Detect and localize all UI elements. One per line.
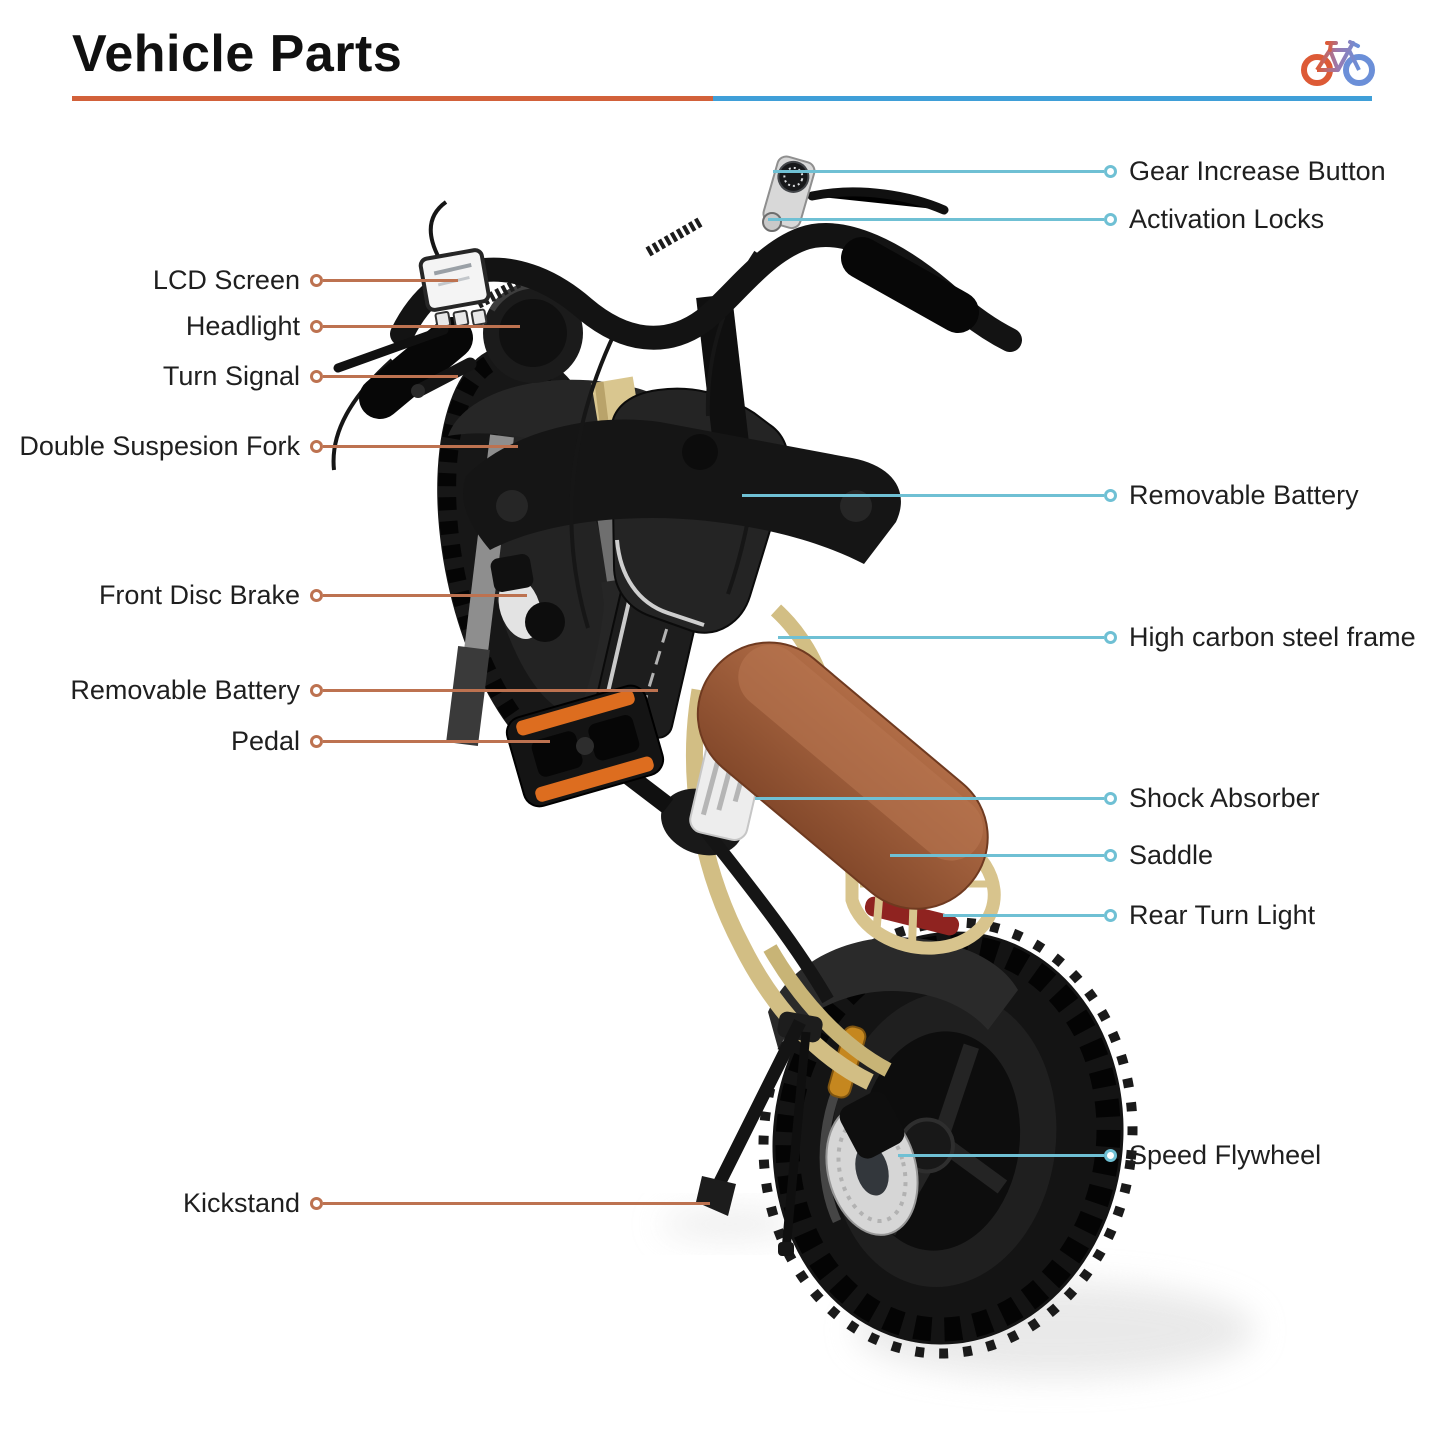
callout-label: Saddle	[1129, 839, 1214, 870]
callout-label: Shock Absorber	[1129, 782, 1320, 813]
callout-activation-locks: Activation Locks	[768, 201, 1324, 237]
callout-dot	[1104, 488, 1117, 502]
callout-label: Removable Battery	[1129, 479, 1359, 510]
callout-label: Kickstand	[182, 1187, 300, 1218]
callout-dot	[1104, 908, 1117, 922]
rear-fender	[768, 937, 1018, 1048]
callout-label: Headlight	[185, 310, 300, 341]
callout-label: Rear Turn Light	[1129, 899, 1316, 930]
leader-line	[323, 444, 518, 448]
leader-line	[742, 493, 1104, 497]
saddle-part	[696, 641, 989, 910]
leader-line	[323, 324, 520, 328]
leader-line	[323, 374, 458, 378]
title-underline	[72, 96, 1372, 101]
pedal-crank	[505, 684, 834, 1004]
callout-label: LCD Screen	[152, 264, 300, 295]
callout-saddle: Saddle	[890, 837, 1213, 873]
callout-high-carbon-steel-frame: High carbon steel frame	[778, 619, 1416, 655]
callout-double-suspension-fork: Double Suspesion Fork	[0, 428, 518, 464]
callout-dot	[310, 369, 323, 383]
bicycle-icon	[1301, 40, 1375, 86]
callout-removable-battery-right: Removable Battery	[742, 477, 1359, 513]
callout-kickstand: Kickstand	[0, 1185, 710, 1221]
leader-line	[323, 1201, 710, 1205]
leader-line	[890, 853, 1104, 857]
gear-shifter	[762, 155, 816, 230]
callout-rear-turn-light: Rear Turn Light	[943, 897, 1315, 933]
callout-gear-increase-button: Gear Increase Button	[773, 153, 1386, 189]
callout-dot	[310, 683, 323, 697]
callout-turn-signal: Turn Signal	[0, 358, 458, 394]
callout-label: High carbon steel frame	[1129, 621, 1416, 652]
callout-dot	[1104, 630, 1117, 644]
triple-clamp	[463, 293, 901, 564]
callout-speed-flywheel: Speed Flywheel	[898, 1137, 1321, 1173]
callout-front-disc-brake: Front Disc Brake	[0, 577, 527, 613]
callout-label: Double Suspesion Fork	[19, 430, 300, 461]
leader-line	[778, 635, 1104, 639]
callout-dot	[1104, 848, 1117, 862]
callout-dot	[1104, 1148, 1117, 1162]
callout-label: Front Disc Brake	[98, 579, 300, 610]
callout-dot	[1104, 212, 1117, 226]
callout-dot	[310, 1196, 323, 1210]
callout-label: Activation Locks	[1129, 203, 1325, 234]
leader-line	[323, 739, 550, 743]
page-title: Vehicle Parts	[72, 25, 403, 83]
callout-dot	[310, 734, 323, 748]
callout-dot	[1104, 164, 1117, 178]
callout-dot	[310, 439, 323, 453]
leader-line	[768, 217, 1104, 221]
callout-headlight: Headlight	[0, 308, 520, 344]
rear-brake-caliper	[839, 1091, 905, 1159]
leader-line	[323, 688, 658, 692]
callout-lcd-screen: LCD Screen	[0, 262, 458, 298]
callout-pedal: Pedal	[0, 723, 550, 759]
callout-shock-absorber: Shock Absorber	[755, 780, 1320, 816]
handlebar	[331, 155, 1022, 629]
leader-line	[755, 796, 1104, 800]
leader-line	[323, 593, 527, 597]
kickstand-part	[696, 1011, 823, 1256]
leader-line	[323, 278, 458, 282]
leader-line	[898, 1153, 1104, 1157]
callout-label: Removable Battery	[70, 674, 300, 705]
callout-dot	[310, 588, 323, 602]
callout-label: Pedal	[230, 725, 300, 756]
callout-dot	[310, 319, 323, 333]
callout-label: Speed Flywheel	[1129, 1139, 1322, 1170]
pedal-part	[505, 684, 665, 808]
callout-label: Turn Signal	[162, 360, 300, 391]
leader-line	[773, 169, 1104, 173]
callout-label: Gear Increase Button	[1129, 155, 1386, 186]
callout-dot	[1104, 791, 1117, 805]
callout-dot	[310, 273, 323, 287]
leader-line	[943, 913, 1104, 917]
callout-removable-battery-left: Removable Battery	[0, 672, 658, 708]
